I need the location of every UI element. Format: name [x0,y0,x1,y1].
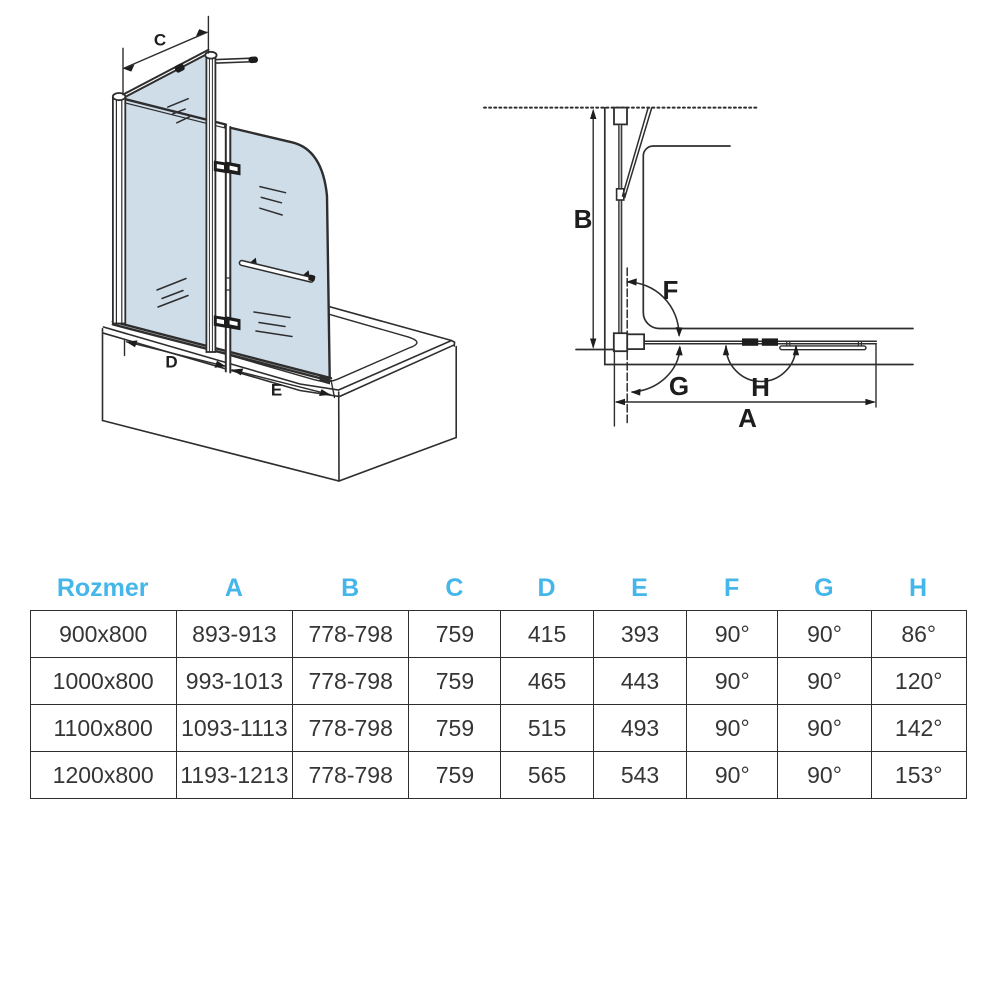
svg-text:D: D [165,353,177,372]
svg-text:F: F [663,275,679,305]
svg-text:C: C [154,31,166,50]
svg-text:E: E [271,381,282,400]
svg-text:B: B [574,204,593,234]
svg-text:H: H [751,372,770,402]
svg-text:G: G [669,371,689,401]
svg-text:A: A [738,403,757,433]
